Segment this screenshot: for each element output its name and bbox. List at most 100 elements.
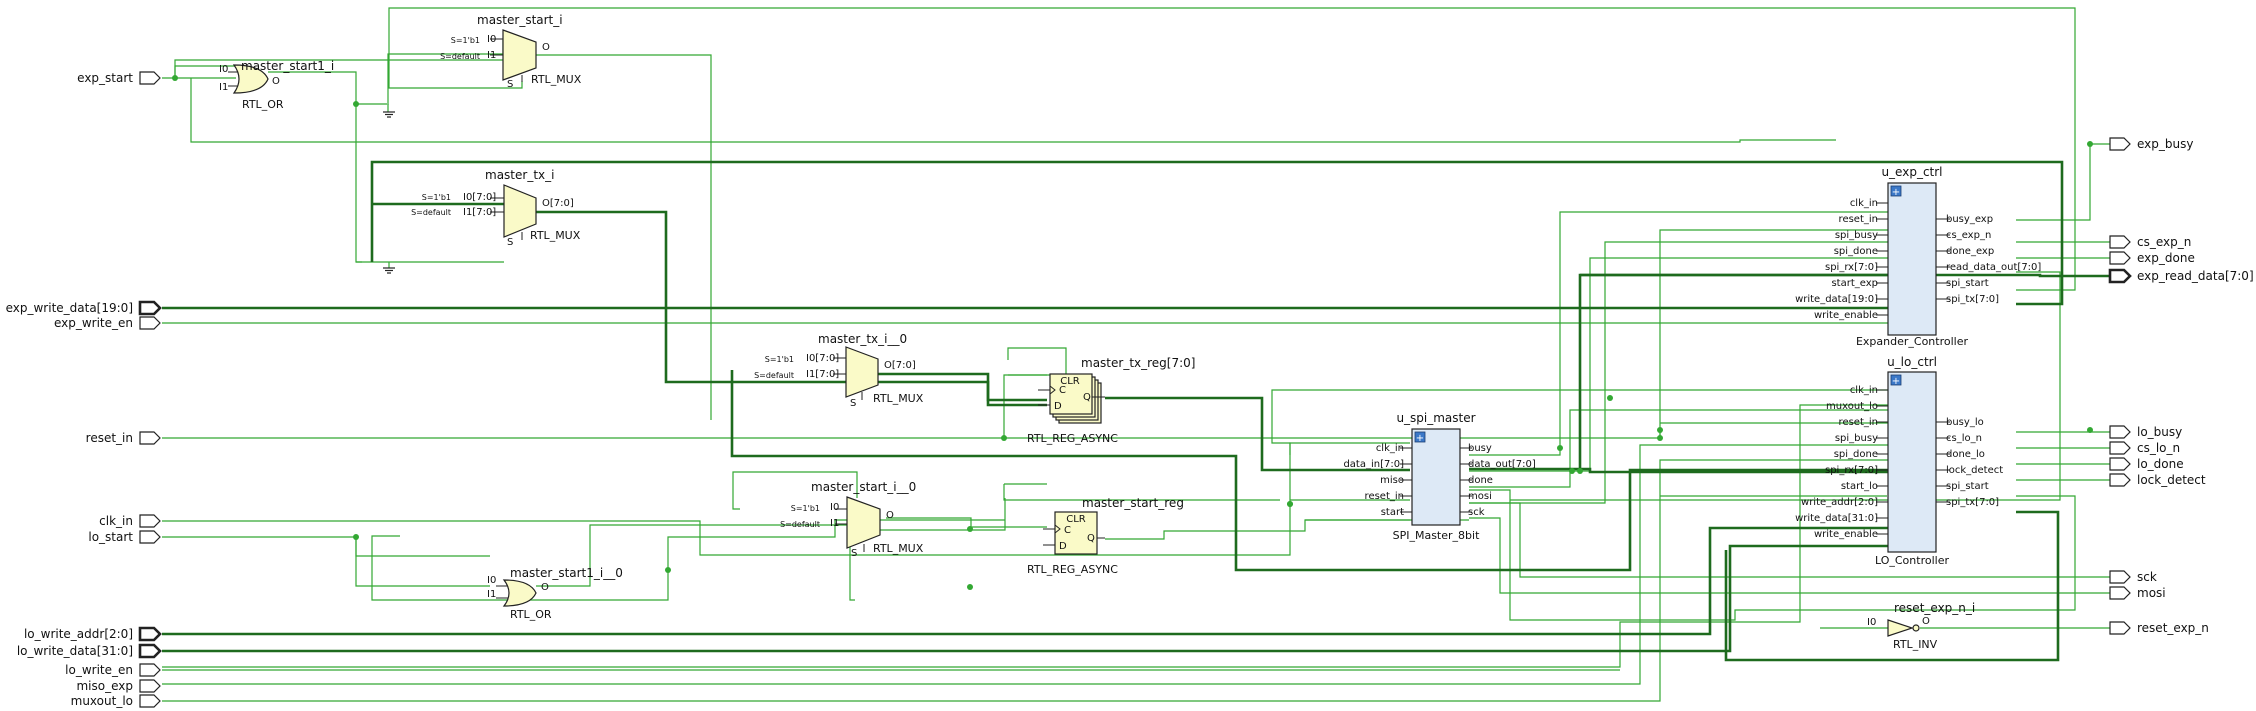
block-u-lo-ctrl[interactable]: + clk_in muxout_lo reset_in spi_busy spi… xyxy=(1795,355,2003,567)
block-output-pin-label: cs_exp_n xyxy=(1946,230,1991,241)
cell-master-start-i-0[interactable]: S=1'b1 S=default I0 I1 O S master_start_… xyxy=(780,480,924,559)
cell-master-tx-i[interactable]: S=1'b1 S=default I0[7:0] I1[7:0] O[7:0] … xyxy=(411,168,581,248)
nets xyxy=(162,7,2110,702)
block-output-pin-label: spi_start xyxy=(1946,278,1989,289)
cell-master-start-i[interactable]: S=1'b1 S=default I0 I1 O S master_start_… xyxy=(440,13,582,90)
expand-icon[interactable] xyxy=(1890,185,1902,197)
block-output-pin-label: lock_detect xyxy=(1946,465,2003,476)
block-input-pin-label: write_enable xyxy=(1814,529,1878,540)
pin-label: O xyxy=(542,42,550,53)
input-port-label: exp_write_data[19:0] xyxy=(6,301,133,315)
pin-label: S xyxy=(850,398,856,409)
cell-type-label: RTL_MUX xyxy=(531,73,582,86)
block-pins xyxy=(1876,202,1950,316)
input-port-exp-write-data[interactable]: exp_write_data[19:0] xyxy=(6,300,162,316)
cell-instance-name: master_tx_i xyxy=(485,168,554,182)
output-port-mosi[interactable]: mosi xyxy=(2109,586,2166,600)
input-port-miso-exp[interactable]: miso_exp xyxy=(76,679,161,693)
output-port-label: cs_exp_n xyxy=(2137,235,2191,249)
pin-label: Q xyxy=(1083,392,1091,403)
block-output-pin-label: spi_tx[7:0] xyxy=(1946,497,1999,508)
cell-master-start1-i-0[interactable]: I0 I1 O master_start1_i__0 RTL_OR xyxy=(487,566,623,621)
input-port-muxout-lo[interactable]: muxout_lo xyxy=(71,694,161,708)
block-input-pin-label: spi_rx[7:0] xyxy=(1825,465,1878,476)
block-type-label: Expander_Controller xyxy=(1856,335,1969,348)
block-input-pin-label: clk_in xyxy=(1850,385,1878,396)
block-output-pin-label: spi_start xyxy=(1946,481,1989,492)
block-input-pin-label: write_data[31:0] xyxy=(1795,513,1878,524)
input-port-lo-write-data[interactable]: lo_write_data[31:0] xyxy=(17,643,162,659)
expand-icon[interactable] xyxy=(1414,431,1426,443)
block-output-pin-label: mosi xyxy=(1468,491,1492,502)
input-port-label: miso_exp xyxy=(76,679,133,693)
pin-label: I1[7:0] xyxy=(463,207,496,218)
bus-nets xyxy=(162,160,2110,662)
output-port-exp-read-data[interactable]: exp_read_data[7:0] xyxy=(2108,268,2254,284)
pin-label: O xyxy=(1922,616,1930,627)
block-input-pin-label: miso xyxy=(1380,475,1404,486)
block-u-spi-master[interactable]: + clk_in data_in[7:0] miso reset_in star… xyxy=(1343,411,1535,542)
block-type-label: SPI_Master_8bit xyxy=(1393,529,1480,542)
input-port-lo-write-en[interactable]: lo_write_en xyxy=(65,663,161,677)
pin-label: D xyxy=(1059,541,1067,552)
block-input-pin-label: write_addr[2:0] xyxy=(1801,497,1878,508)
output-port-cs-exp-n[interactable]: cs_exp_n xyxy=(2109,235,2191,249)
expand-icon[interactable] xyxy=(1890,374,1902,386)
pin-label: I0[7:0] xyxy=(806,353,839,364)
input-port-lo-write-addr[interactable]: lo_write_addr[2:0] xyxy=(24,626,162,642)
pin-label: D xyxy=(1054,401,1062,412)
pin-label: C xyxy=(1064,525,1071,536)
input-port-label: lo_start xyxy=(88,530,133,544)
block-output-pin-label: done_lo xyxy=(1946,449,1985,460)
input-port-reset-in[interactable]: reset_in xyxy=(86,431,161,445)
block-output-pin-label: data_out[7:0] xyxy=(1468,459,1536,470)
block-output-pin-label: cs_lo_n xyxy=(1946,433,1982,444)
pin-label: I1 xyxy=(487,50,496,61)
pin-label: S xyxy=(507,237,513,248)
cell-reset-exp-n-i[interactable]: I0 O reset_exp_n_i RTL_INV xyxy=(1867,601,1975,651)
cell-master-tx-reg[interactable]: CLR C D Q master_tx_reg[7:0] RTL_REG_ASY… xyxy=(1027,356,1195,445)
output-port-lo-busy[interactable]: lo_busy xyxy=(2109,425,2182,439)
block-output-pin-label: busy_exp xyxy=(1946,214,1993,225)
input-port-lo-start[interactable]: lo_start xyxy=(88,530,161,544)
input-port-exp-start[interactable]: exp_start xyxy=(77,71,161,85)
block-u-exp-ctrl[interactable]: + clk_in reset_in spi_busy spi_done spi_… xyxy=(1795,165,2041,348)
output-port-label: lo_busy xyxy=(2137,425,2182,439)
cell-master-tx-i-0[interactable]: S=1'b1 S=default I0[7:0] I1[7:0] O[7:0] … xyxy=(754,332,924,409)
input-port-label: exp_start xyxy=(77,71,133,85)
block-instance-name: u_exp_ctrl xyxy=(1881,165,1942,179)
block-instance-name: u_spi_master xyxy=(1396,411,1475,425)
cell-instance-name: reset_exp_n_i xyxy=(1894,601,1975,615)
output-port-exp-done[interactable]: exp_done xyxy=(2109,251,2195,265)
block-input-pin-label: muxout_lo xyxy=(1826,401,1878,412)
pin-label: O xyxy=(541,582,549,593)
output-port-label: reset_exp_n xyxy=(2137,621,2209,635)
cell-instance-name: master_tx_reg[7:0] xyxy=(1081,356,1195,370)
cell-type-label: RTL_REG_ASYNC xyxy=(1027,432,1118,445)
ground-symbol xyxy=(383,111,395,118)
expand-icon-glyph: + xyxy=(1892,376,1900,387)
expand-icon-glyph: + xyxy=(1892,187,1900,198)
pin-label: I1 xyxy=(487,589,496,600)
block-output-pin-label: done_exp xyxy=(1946,246,1994,257)
output-port-lo-done[interactable]: lo_done xyxy=(2109,457,2184,471)
input-port-label: reset_in xyxy=(86,431,133,445)
pin-label: O[7:0] xyxy=(542,198,574,209)
mux-select-condition: S=default xyxy=(780,520,820,529)
input-port-exp-write-en[interactable]: exp_write_en xyxy=(54,316,161,330)
output-port-exp-busy[interactable]: exp_busy xyxy=(2109,137,2193,151)
cell-master-start1-i[interactable]: I0 I1 O master_start1_i RTL_OR xyxy=(219,59,334,111)
pin-label: C xyxy=(1059,385,1066,396)
block-input-pin-label: write_data[19:0] xyxy=(1795,294,1878,305)
output-port-cs-lo-n[interactable]: cs_lo_n xyxy=(2109,441,2180,455)
cell-master-start-reg[interactable]: CLR C D Q master_start_reg RTL_REG_ASYNC xyxy=(1027,496,1184,576)
block-input-pin-label: reset_in xyxy=(1839,214,1878,225)
mux-select-condition: S=1'b1 xyxy=(765,355,794,364)
input-port-clk-in[interactable]: clk_in xyxy=(99,514,161,528)
output-port-lock-detect[interactable]: lock_detect xyxy=(2109,473,2206,487)
block-input-pin-label: start_exp xyxy=(1831,278,1878,289)
cell-instance-name: master_tx_i__0 xyxy=(818,332,907,346)
output-port-sck[interactable]: sck xyxy=(2109,570,2157,584)
output-port-reset-exp-n[interactable]: reset_exp_n xyxy=(2109,621,2209,635)
